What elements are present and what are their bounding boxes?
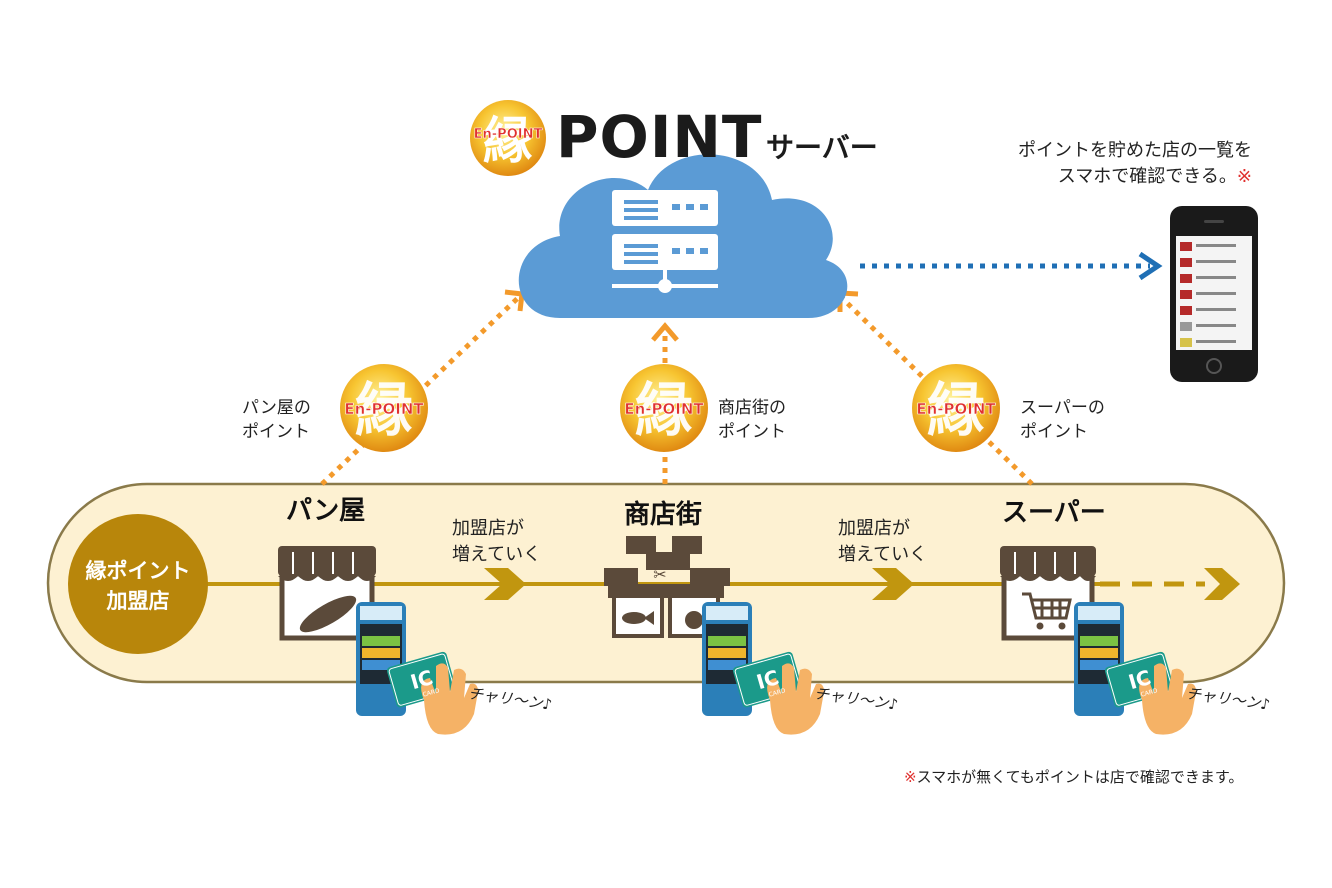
coin-label-line: ポイント (1020, 422, 1088, 442)
growth-line1: 加盟店が (838, 518, 910, 539)
card-sub: CARD (422, 687, 441, 699)
hand-icon (1139, 663, 1196, 735)
flow-chevron (1204, 568, 1240, 600)
growth-label: 加盟店が 増えていく (838, 516, 927, 568)
coin-supermarket: 縁 En-POINT (912, 364, 1000, 452)
footnote: ※スマホが無くてもポイントは店で確認できます。 (904, 768, 1244, 786)
coin-label-line: ポイント (242, 422, 310, 442)
svg-text:✂: ✂ (653, 565, 666, 584)
coin-kanji: 縁 (355, 376, 413, 444)
footnote-mark: ※ (904, 768, 917, 786)
coin-street: 縁 En-POINT (620, 364, 708, 452)
smartphone-icon (1170, 206, 1258, 382)
growth-line1: 加盟店が (452, 518, 524, 539)
coin-label-line: パン屋の (242, 398, 311, 418)
growth-label: 加盟店が 増えていく (452, 516, 541, 568)
flow-chevron (484, 568, 526, 600)
hand-icon (767, 663, 824, 735)
coin-label-line: スーパーの (1020, 398, 1105, 418)
coin-brand: En-POINT (344, 400, 424, 418)
smartphone-note-line2-wrap: スマホで確認できる。※ (1010, 164, 1252, 190)
logo-kanji: 縁 (483, 112, 533, 170)
coin-label-street: 商店街の ポイント (718, 396, 786, 444)
member-line1: 縁ポイント (85, 559, 191, 583)
coin-kanji: 縁 (927, 376, 985, 444)
store-name-bakery: パン屋 (286, 496, 366, 526)
coin-label-line: ポイント (718, 422, 786, 442)
coin-brand: En-POINT (624, 400, 704, 418)
coin-bakery: 縁 En-POINT (340, 364, 428, 452)
server-title: POINT (556, 103, 763, 171)
member-label: 縁ポイント 加盟店 (68, 556, 208, 616)
member-line2: 加盟店 (106, 589, 170, 613)
card-sub: CARD (1140, 687, 1159, 699)
server-logo-coin: 縁 En-POINT (470, 100, 546, 176)
smartphone-note-line2: スマホで確認できる。 (1057, 166, 1237, 187)
hand-icon (421, 663, 478, 735)
smartphone-note-line1: ポイントを貯めた店の一覧を (1018, 140, 1252, 161)
store-name-supermarket: スーパー (1002, 498, 1106, 528)
growth-line2: 増えていく (452, 544, 542, 565)
logo-brand: En-POINT (474, 127, 543, 142)
server-title-sub: サーバー (766, 131, 878, 164)
store-name-street: 商店街 (624, 500, 703, 530)
coin-kanji: 縁 (635, 376, 693, 444)
coin-label-line: 商店街の (718, 398, 786, 418)
coin-brand: En-POINT (916, 400, 996, 418)
coin-label-bakery: パン屋の ポイント (242, 396, 311, 444)
card-sub: CARD (768, 687, 787, 699)
member-circle (68, 514, 208, 654)
coin-label-supermarket: スーパーの ポイント (1020, 396, 1105, 444)
flow-chevron (872, 568, 914, 600)
growth-line2: 増えていく (838, 544, 928, 565)
cloud-server (518, 154, 848, 318)
smartphone-note: ポイントを貯めた店の一覧を スマホで確認できる。※ (1010, 138, 1252, 190)
note-mark: ※ (1236, 166, 1252, 187)
